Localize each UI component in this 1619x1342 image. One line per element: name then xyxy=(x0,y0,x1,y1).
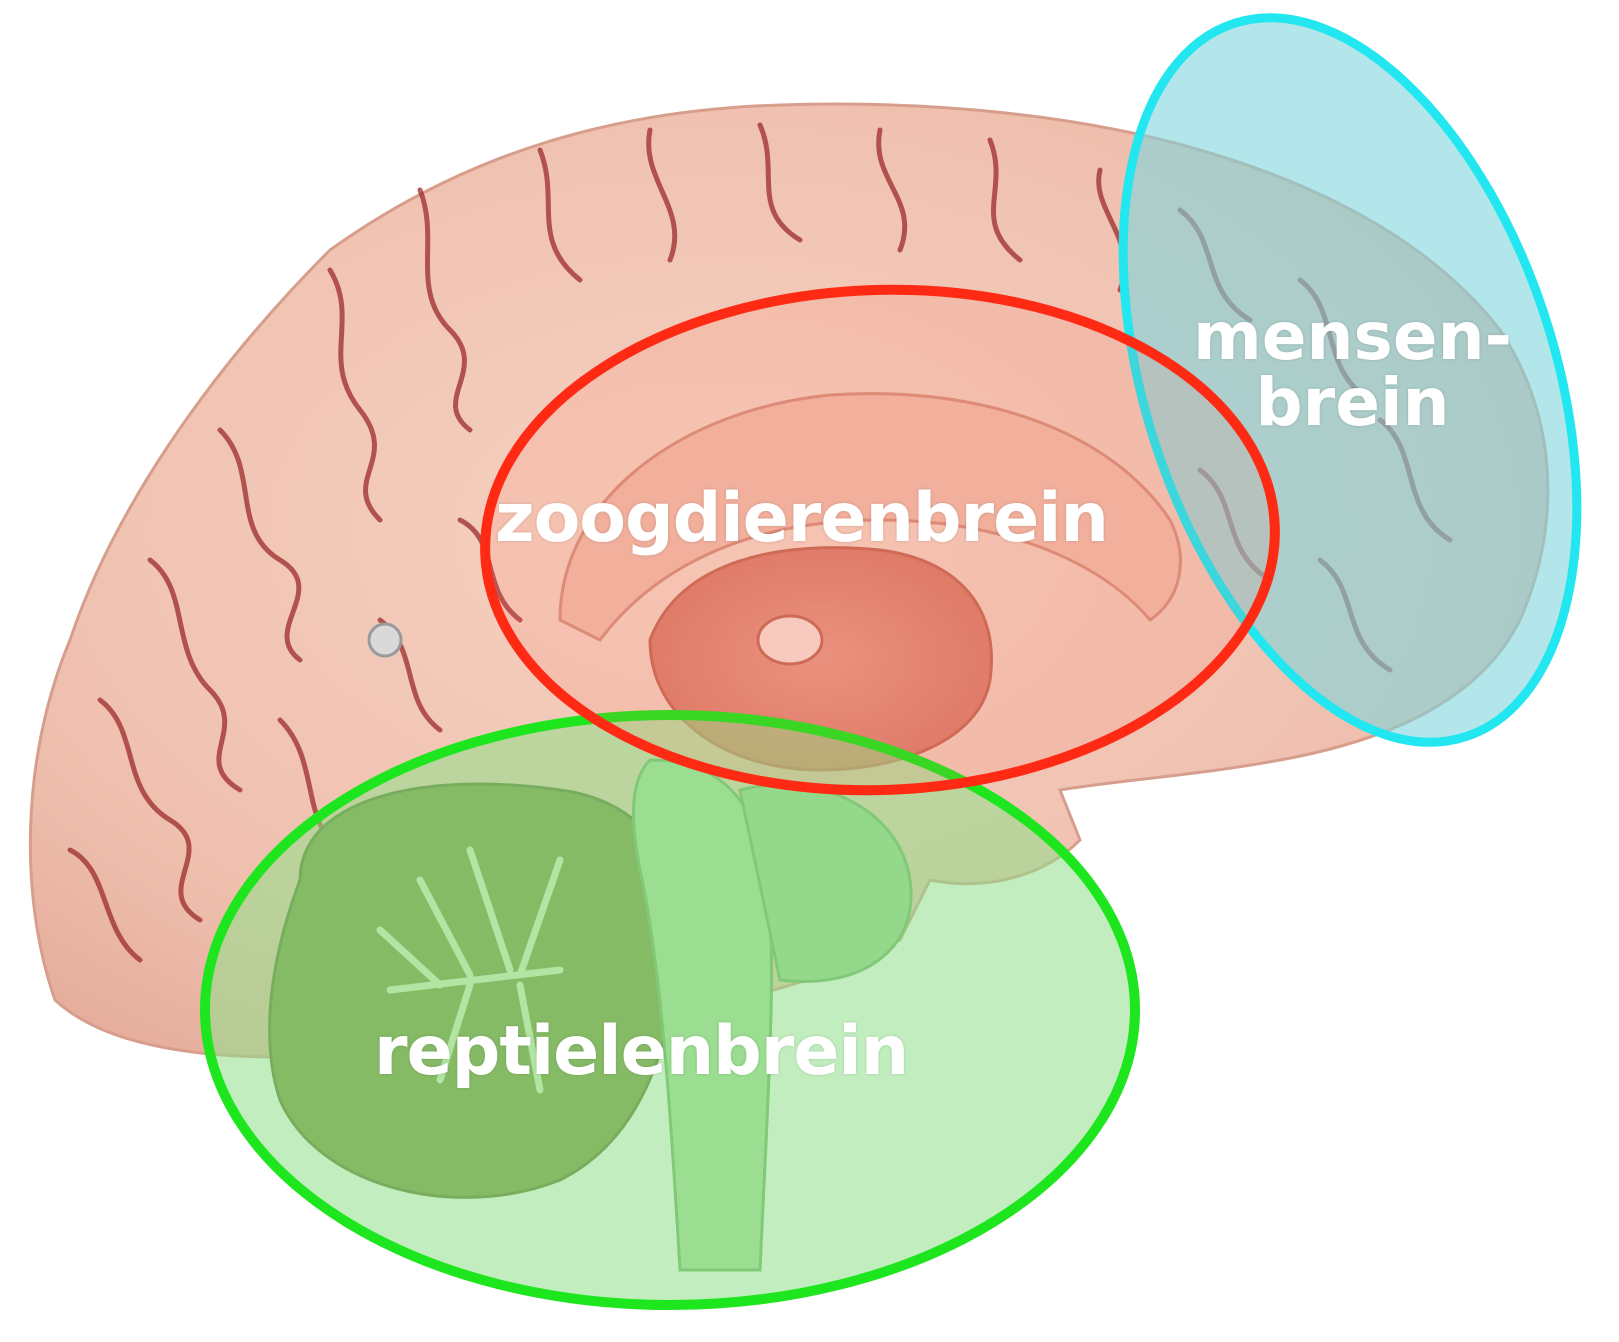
reptilian-brain-region xyxy=(205,715,1135,1305)
label-limbic-brain: zoogdierenbrein xyxy=(495,485,1108,553)
label-human-brain-line2: brein xyxy=(1180,370,1525,436)
label-reptilian-brain: reptielenbrein xyxy=(374,1018,908,1086)
model-peg xyxy=(369,624,401,656)
label-human-brain: mensen- brein xyxy=(1180,304,1525,436)
label-human-brain-line1: mensen- xyxy=(1180,304,1525,370)
